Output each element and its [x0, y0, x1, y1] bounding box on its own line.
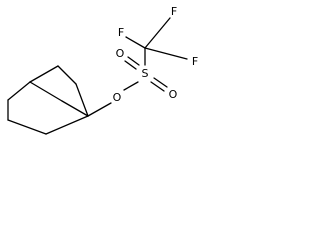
bond-c7-c1: [57, 65, 77, 85]
bond-s-o-top-b: [127, 56, 140, 66]
bond-s-o-bottom-a: [150, 81, 165, 92]
atom-f-right: F: [192, 55, 198, 68]
bond-c-f-right: [144, 47, 188, 60]
bond-c8-c2: [29, 81, 63, 102]
atom-f-left: F: [118, 26, 124, 39]
atom-o-bottom: O: [169, 88, 178, 101]
structure-canvas: O S O O F F F: [0, 0, 205, 150]
bond-c-f-top: [144, 17, 171, 49]
atom-o-ester: O: [113, 91, 122, 104]
bond-c6-c8: [61, 100, 89, 117]
molecule-drawing: O S O O F F F: [7, 5, 198, 135]
bond-c5-c6: [45, 115, 89, 135]
bond-o-s: [123, 81, 139, 91]
bond-c6-o: [87, 102, 112, 117]
bicyclic-ring: [7, 65, 89, 135]
bond-c4-c5: [7, 119, 47, 135]
atom-f-top: F: [171, 5, 177, 18]
bond-c1-c2: [29, 65, 59, 83]
bond-c2-c3: [7, 81, 31, 101]
atom-o-top: O: [116, 47, 125, 60]
bond-s-o-top-a: [124, 60, 137, 70]
bond-c-f-left: [125, 36, 146, 49]
bond-c6-c7: [75, 83, 89, 117]
atom-s: S: [142, 67, 149, 80]
bond-s-o-bottom-b: [153, 77, 168, 88]
